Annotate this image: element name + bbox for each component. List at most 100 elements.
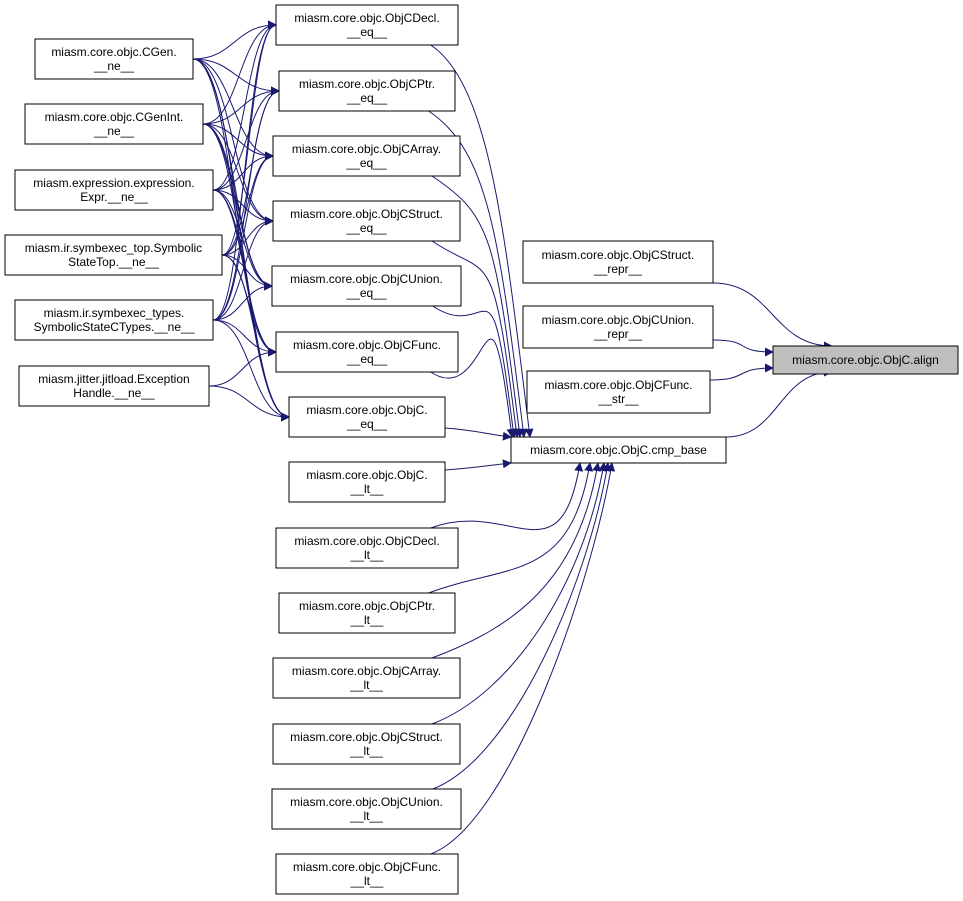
node-box: [272, 723, 461, 765]
node-box: [272, 200, 461, 242]
node-box: [526, 370, 711, 414]
node-box: [278, 592, 456, 634]
nodes: miasm.core.objc.ObjC.align miasm.core.obj…: [4, 4, 959, 895]
edge-jitexc_ne-to-objc_eq: [208, 385, 290, 422]
node-box: [14, 299, 214, 341]
node-array-eq[interactable]: miasm.core.objc.ObjCArray.__eq__: [272, 135, 461, 177]
edge-cgen_ne-to-decl_eq: [192, 20, 277, 60]
node-struct-eq[interactable]: miasm.core.objc.ObjCStruct.__eq__: [272, 200, 461, 242]
node-label: __eq__: [346, 91, 387, 105]
edge-symtop_ne-to-objc_eq: [221, 254, 290, 422]
node-label: miasm.core.objc.ObjCArray.: [292, 664, 441, 678]
node-box: [272, 135, 461, 177]
node-func-str[interactable]: miasm.core.objc.ObjCFunc.__str__: [526, 370, 711, 414]
node-label: Expr.__ne__: [80, 190, 148, 204]
node-box: [24, 103, 204, 145]
node-label: __str__: [597, 392, 638, 406]
node-func-lt[interactable]: miasm.core.objc.ObjCFunc.__lt__: [275, 853, 459, 895]
node-union-repr[interactable]: miasm.core.objc.ObjCUnion.__repr__: [522, 305, 714, 349]
node-label: __lt__: [349, 809, 383, 823]
node-struct-lt[interactable]: miasm.core.objc.ObjCStruct.__lt__: [272, 723, 461, 765]
edge-cgenint_ne-to-struct_eq: [202, 123, 274, 226]
edge-expr_ne-to-struct_eq: [212, 189, 274, 226]
node-label: __eq__: [346, 25, 387, 39]
node-label: __eq__: [345, 156, 386, 170]
edge-ptr_eq-to-cmp_base: [428, 110, 528, 438]
node-label: __repr__: [593, 262, 642, 276]
node-label: miasm.core.objc.ObjC.: [306, 468, 427, 482]
edge-cgen_ne-to-struct_eq: [192, 58, 274, 226]
edge-expr_ne-to-array_eq: [212, 151, 274, 191]
node-ptr-lt[interactable]: miasm.core.objc.ObjCPtr.__lt__: [278, 592, 456, 634]
node-label: miasm.core.objc.ObjCStruct.: [290, 207, 443, 221]
edge-func_str-to-align: [709, 363, 774, 381]
node-box: [288, 461, 446, 503]
node-label: Handle.__ne__: [73, 386, 155, 400]
node-label: __eq__: [345, 221, 386, 235]
node-decl-lt[interactable]: miasm.core.objc.ObjCDecl.__lt__: [275, 527, 459, 569]
node-label: miasm.core.objc.ObjCPtr.: [299, 77, 435, 91]
edge-struct_eq-to-cmp_base: [431, 240, 521, 438]
edge-array_lt-to-cmp_base: [431, 462, 602, 659]
node-label: miasm.core.objc.CGenInt.: [45, 110, 184, 124]
node-label: miasm.core.objc.CGen.: [51, 45, 176, 59]
node-box: [275, 527, 459, 569]
node-label: miasm.core.objc.ObjCFunc.: [293, 860, 441, 874]
edge-cgenint_ne-to-ptr_eq: [202, 86, 280, 125]
node-box: [4, 234, 223, 276]
edge-cgen_ne-to-array_eq: [192, 58, 274, 161]
node-objc-lt[interactable]: miasm.core.objc.ObjC.__lt__: [288, 461, 446, 503]
node-box: [271, 788, 462, 830]
node-box: [271, 265, 462, 307]
node-label: miasm.core.objc.ObjCUnion.: [290, 272, 443, 286]
edge-union_repr-to-align: [712, 339, 774, 357]
node-decl-eq[interactable]: miasm.core.objc.ObjCDecl.__eq__: [275, 4, 459, 46]
node-func-eq[interactable]: miasm.core.objc.ObjCFunc.__eq__: [275, 331, 459, 373]
node-label: __lt__: [350, 482, 384, 496]
node-cgen-ne[interactable]: miasm.core.objc.CGen.__ne__: [34, 38, 194, 80]
node-jitexc-ne[interactable]: miasm.jitter.jitload.ExceptionHandle.__n…: [18, 365, 210, 407]
node-struct-repr[interactable]: miasm.core.objc.ObjCStruct.__repr__: [522, 240, 714, 284]
node-label: __lt__: [350, 613, 384, 627]
node-label: __lt__: [349, 678, 383, 692]
node-label: miasm.core.objc.ObjCArray.: [292, 142, 441, 156]
node-box: [275, 853, 459, 895]
edge-expr_ne-to-ptr_eq: [212, 86, 280, 191]
node-box: [288, 396, 446, 438]
node-symtop-ne[interactable]: miasm.ir.symbexec_top.SymbolicStateTop._…: [4, 234, 223, 276]
node-label: miasm.expression.expression.: [33, 176, 194, 190]
node-union-lt[interactable]: miasm.core.objc.ObjCUnion.__lt__: [271, 788, 462, 830]
node-label: __repr__: [593, 327, 642, 341]
node-symctypes-ne[interactable]: miasm.ir.symbexec_types.SymbolicStateCTy…: [14, 299, 214, 341]
node-cgenint-ne[interactable]: miasm.core.objc.CGenInt.__ne__: [24, 103, 204, 145]
edge-cgen_ne-to-ptr_eq: [192, 58, 280, 96]
node-label: miasm.core.objc.ObjC.cmp_base: [530, 443, 707, 457]
node-box: [275, 331, 459, 373]
node-cmp-base[interactable]: miasm.core.objc.ObjC.cmp_base: [510, 436, 727, 464]
node-ptr-eq[interactable]: miasm.core.objc.ObjCPtr.__eq__: [278, 70, 456, 112]
node-label: miasm.core.objc.ObjC.align: [792, 353, 939, 367]
node-label: miasm.ir.symbexec_top.Symbolic: [25, 241, 202, 255]
node-box: [510, 436, 727, 464]
node-label: __lt__: [350, 548, 384, 562]
node-label: miasm.core.objc.ObjCUnion.: [542, 313, 695, 327]
node-label: miasm.core.objc.ObjCFunc.: [293, 338, 441, 352]
node-label: __eq__: [346, 417, 387, 431]
edge-decl_eq-to-cmp_base: [430, 44, 534, 438]
edge-symctypes_ne-to-ptr_eq: [212, 86, 280, 321]
node-label: __lt__: [349, 744, 383, 758]
node-array-lt[interactable]: miasm.core.objc.ObjCArray.__lt__: [272, 657, 461, 699]
node-objc-eq[interactable]: miasm.core.objc.ObjC.__eq__: [288, 396, 446, 438]
node-label: SymbolicStateCTypes.__ne__: [34, 320, 195, 334]
node-align[interactable]: miasm.core.objc.ObjC.align: [772, 345, 959, 375]
node-label: miasm.core.objc.ObjCUnion.: [290, 795, 443, 809]
node-label: miasm.core.objc.ObjCDecl.: [294, 11, 439, 25]
node-label: miasm.jitter.jitload.Exception: [38, 372, 189, 386]
node-union-eq[interactable]: miasm.core.objc.ObjCUnion.__eq__: [271, 265, 462, 307]
node-label: miasm.core.objc.ObjCStruct.: [290, 730, 443, 744]
node-label: miasm.ir.symbexec_types.: [44, 306, 185, 320]
node-expr-ne[interactable]: miasm.expression.expression.Expr.__ne__: [14, 169, 214, 211]
edges: [192, 20, 833, 855]
node-label: __ne__: [93, 59, 134, 73]
